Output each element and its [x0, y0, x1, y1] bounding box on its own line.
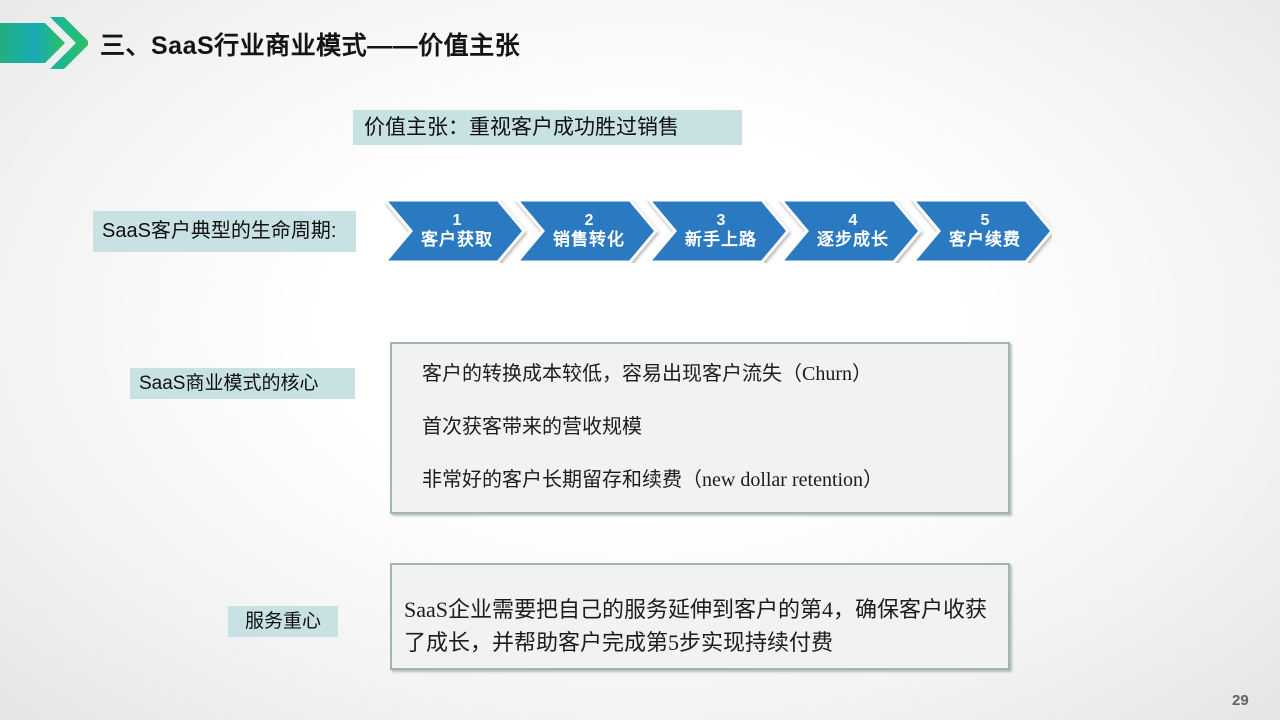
step-number: 3: [716, 212, 726, 230]
lifecycle-label: SaaS客户典型的生命周期:: [93, 211, 356, 252]
slide-title: 三、SaaS行业商业模式——价值主张: [100, 32, 521, 60]
value-proposition-banner: 价值主张：重视客户成功胜过销售: [353, 110, 742, 145]
step-label: 销售转化: [553, 230, 625, 250]
core-model-label: SaaS商业模式的核心: [130, 368, 355, 399]
step-label: 新手上路: [685, 230, 757, 250]
step-number: 5: [980, 212, 990, 230]
step-label: 逐步成长: [817, 230, 889, 250]
header-arrow-icon: [0, 17, 88, 69]
lifecycle-chevron-arrows: [385, 199, 1052, 263]
service-focus-box: SaaS企业需要把自己的服务延伸到客户的第4，确保客户收获了成长，并帮助客户完成…: [390, 563, 1010, 670]
step-number: 1: [452, 212, 462, 230]
lifecycle-step-2: 2 销售转化: [543, 205, 635, 257]
lifecycle-step-4: 4 逐步成长: [807, 205, 899, 257]
core-model-box: 客户的转换成本较低，容易出现客户流失（Churn） 首次获客带来的营收规模 非常…: [390, 342, 1010, 514]
chevron-step-1: [385, 199, 526, 263]
chevron-step-5: [910, 199, 1052, 263]
core-point-1: 客户的转换成本较低，容易出现客户流失（Churn）: [422, 363, 872, 385]
lifecycle-step-3: 3 新手上路: [675, 205, 767, 257]
lifecycle-step-5: 5 客户续费: [939, 205, 1031, 257]
chevron-step-3: [646, 199, 790, 263]
core-point-2: 首次获客带来的营收规模: [422, 416, 642, 438]
service-focus-text: SaaS企业需要把自己的服务延伸到客户的第4，确保客户收获了成长，并帮助客户完成…: [404, 597, 988, 655]
page-number: 29: [1232, 692, 1249, 709]
lifecycle-step-1: 1 客户获取: [411, 205, 503, 257]
chevron-step-4: [778, 199, 922, 263]
service-focus-label: 服务重心: [228, 606, 338, 637]
step-number: 2: [584, 212, 594, 230]
core-point-3: 非常好的客户长期留存和续费（new dollar retention）: [422, 469, 884, 491]
step-label: 客户获取: [421, 230, 493, 250]
step-label: 客户续费: [949, 230, 1021, 250]
step-number: 4: [848, 212, 858, 230]
chevron-step-2: [514, 199, 658, 263]
